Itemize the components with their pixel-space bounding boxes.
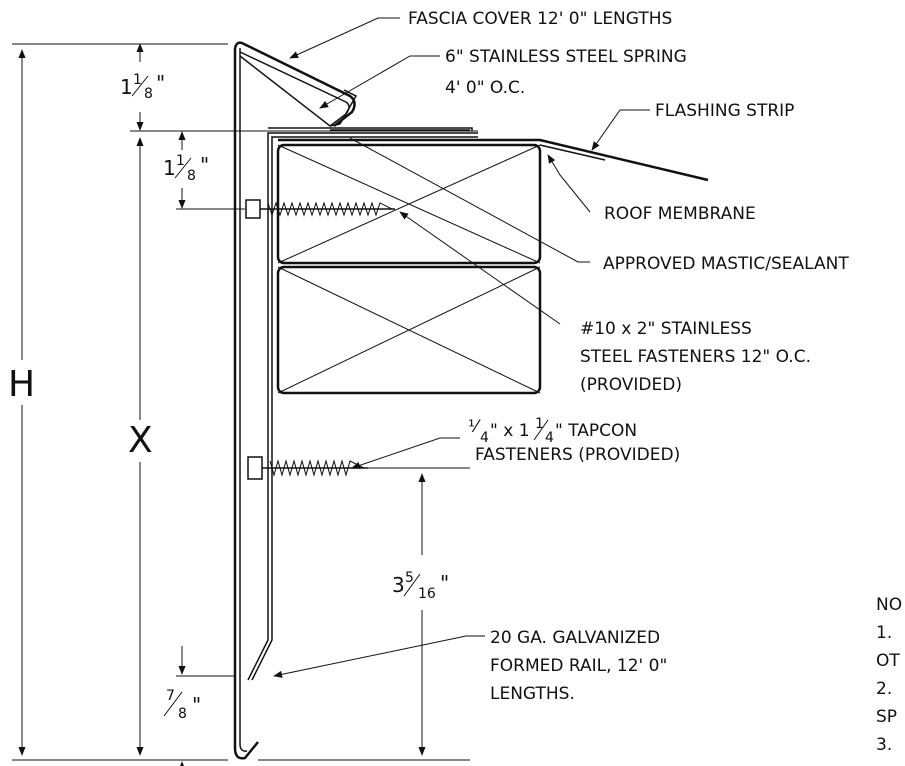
note-1b: OT	[876, 651, 900, 671]
tapcon-line2: FASTENERS (PROVIDED)	[475, 445, 680, 465]
notes-heading: NO	[876, 595, 902, 615]
flashing-strip	[278, 129, 709, 182]
note-3: 3.	[876, 735, 892, 755]
label-rail-line3: LENGTHS.	[490, 684, 575, 704]
label-fastener-line1: #10 x 2" STAINLESS	[580, 319, 752, 339]
top-offset-whole: 1	[120, 75, 133, 99]
label-mastic: APPROVED MASTIC/SEALANT	[603, 254, 849, 274]
label-rail-line2: FORMED RAIL, 12' 0"	[490, 656, 667, 676]
bottom-offset-den: 8	[178, 706, 187, 722]
label-tapcon: ⅟ 4 " x 1 1 4 " TAPCON FASTENERS (PROVID…	[468, 416, 680, 465]
top-offset-den: 8	[144, 86, 153, 102]
label-fastener-line2: STEEL FASTENERS 12" O.C.	[580, 347, 811, 367]
bottom-offset-num: 7	[166, 688, 175, 704]
svg-text:": "	[192, 693, 201, 717]
rail-dim-den: 16	[418, 586, 436, 602]
svg-text:": "	[200, 153, 209, 177]
wood-blocking-lower	[276, 265, 542, 395]
dimension-bottom-offset: 7 8 "	[163, 646, 235, 766]
label-fascia-cover: FASCIA COVER 12' 0" LENGTHS	[408, 9, 672, 29]
second-offset-num: 1	[176, 153, 185, 169]
label-flashing-strip: FLASHING STRIP	[655, 101, 794, 121]
notes-block: NO 1. OT 2. SP 3.	[876, 595, 902, 755]
note-2b: SP	[876, 707, 897, 727]
dimension-h: H	[8, 43, 228, 761]
dimension-rail: 3 5 16 "	[258, 467, 470, 761]
label-fastener-line3: (PROVIDED)	[580, 375, 682, 395]
dim-x-label: X	[128, 420, 153, 461]
rail-dim-num: 5	[405, 570, 414, 586]
tapcon-frac-a-den: 4	[480, 430, 489, 446]
stainless-fastener	[245, 199, 395, 219]
svg-text:": "	[156, 71, 165, 95]
second-offset-whole: 1	[163, 156, 176, 180]
rail-dim-whole: 3	[392, 573, 405, 597]
label-roof-membrane: ROOF MEMBRANE	[604, 204, 756, 224]
top-offset-num: 1	[133, 72, 142, 88]
note-2: 2.	[876, 679, 892, 699]
label-spring-line1: 6" STAINLESS STEEL SPRING	[445, 47, 687, 67]
label-spring-line2: 4' 0" O.C.	[445, 78, 525, 98]
fascia-cover	[233, 41, 356, 760]
label-rail-line1: 20 GA. GALVANIZED	[490, 628, 660, 648]
dim-h-label: H	[8, 364, 35, 405]
svg-text:": "	[440, 571, 449, 595]
tapcon-frac-c-num: 1	[535, 416, 544, 432]
wood-blocking-upper	[276, 143, 542, 265]
tapcon-frac-c-den: 4	[545, 430, 554, 446]
tapcon-fastener	[247, 456, 368, 480]
note-1: 1.	[876, 623, 892, 643]
second-offset-den: 8	[187, 168, 196, 184]
tapcon-part-b: " x 1	[490, 421, 530, 441]
dimension-x: X	[128, 130, 478, 756]
formed-rail	[247, 127, 478, 681]
dimension-top-offset: 1 1 8 "	[120, 43, 165, 131]
leader-lines	[273, 17, 650, 678]
dimension-second-offset: 1 1 8 "	[163, 131, 245, 210]
tapcon-part-d: " TAPCON	[555, 421, 637, 441]
